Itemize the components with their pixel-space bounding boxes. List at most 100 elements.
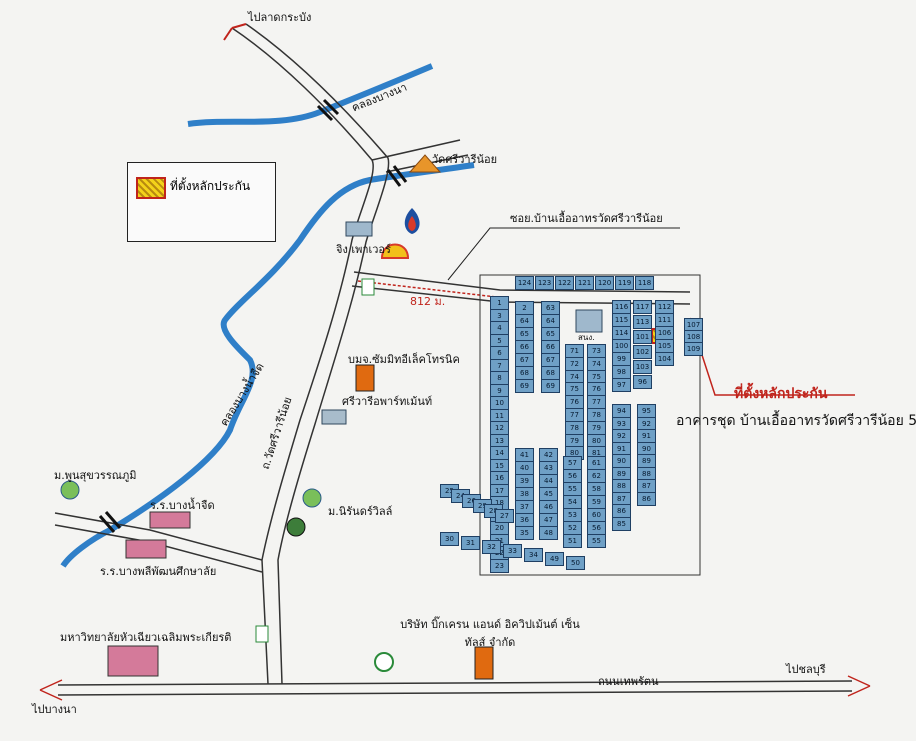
lot-68: 68 — [541, 366, 560, 380]
school-building-2 — [125, 539, 167, 559]
lot-114: 114 — [612, 326, 631, 340]
lot-115: 115 — [612, 313, 631, 327]
lot-119: 119 — [615, 276, 634, 290]
lot-65: 65 — [541, 327, 560, 341]
lot-48: 48 — [539, 526, 558, 540]
lot-58: 58 — [587, 482, 606, 496]
lot-86: 86 — [637, 491, 656, 506]
lot-67: 67 — [541, 353, 560, 367]
company-building — [474, 646, 494, 680]
lot-2: 2 — [515, 301, 534, 315]
lot-105: 105 — [655, 339, 674, 353]
lot-106: 106 — [655, 326, 674, 340]
kanthana-icon — [286, 517, 306, 537]
lot-41: 41 — [515, 448, 534, 462]
thepharat-road-label: ถนนเทพรัตน — [598, 675, 659, 688]
lot-46: 46 — [539, 500, 558, 514]
lot-32: 32 — [482, 540, 501, 554]
lot-54: 54 — [563, 495, 582, 509]
lot-102: 102 — [633, 345, 652, 359]
factory-building — [355, 364, 375, 392]
lot-74: 74 — [587, 356, 606, 371]
office-building — [575, 309, 603, 333]
lot-55: 55 — [563, 482, 582, 496]
lot-33: 33 — [503, 544, 522, 558]
lot-36: 36 — [515, 513, 534, 527]
lot-79: 79 — [587, 420, 606, 435]
lot-64: 64 — [541, 314, 560, 328]
thepharat-road — [57, 680, 853, 686]
soi-road — [353, 271, 691, 293]
lot-51: 51 — [563, 534, 582, 548]
lot-42: 42 — [539, 448, 558, 462]
lot-68: 68 — [515, 366, 534, 380]
school-1-label: ร.ร.บางน้ำจืด — [150, 499, 215, 512]
office-label: สนง. — [578, 333, 595, 342]
lot-112: 112 — [655, 300, 674, 314]
lot-100: 100 — [612, 339, 631, 353]
to-chonburi-label: ไปชลบุรี — [786, 663, 826, 676]
lot-65: 65 — [515, 327, 534, 341]
lot-47: 47 — [539, 513, 558, 527]
lot-118: 118 — [635, 276, 654, 290]
khlong-bang-na-canal — [187, 63, 434, 127]
lot-11: 11 — [490, 408, 509, 423]
lot-27: 27 — [495, 509, 514, 523]
legend-label: ที่ตั้งหลักประกัน — [170, 179, 251, 193]
apartment-building — [321, 409, 347, 425]
map-legend: ที่ตั้งหลักประกัน — [127, 162, 276, 242]
lot-52: 52 — [563, 521, 582, 535]
lot-59: 59 — [587, 495, 606, 509]
village-icon — [60, 480, 80, 500]
lot-44: 44 — [539, 474, 558, 488]
lot-113: 113 — [633, 315, 652, 329]
to-bang-na-label: ไปบางนา — [32, 703, 77, 716]
jeng-power-label: จิง เพาเวอร์ — [336, 243, 391, 256]
lot-101: 101 — [633, 330, 652, 344]
lot-120: 120 — [595, 276, 614, 290]
village-ninan-icon — [302, 488, 322, 508]
temple-label: วัดศรีวารีน้อย — [432, 153, 498, 166]
lot-53: 53 — [563, 508, 582, 522]
collateral-location-label: ที่ตั้งหลักประกัน — [734, 386, 828, 402]
jeng-power-building — [345, 221, 373, 237]
school-building-1 — [149, 511, 191, 529]
lot-69: 69 — [515, 379, 534, 393]
lot-61: 61 — [587, 456, 606, 470]
lot-85: 85 — [612, 516, 631, 531]
lot-66: 66 — [541, 340, 560, 354]
lot-8: 8 — [490, 371, 509, 385]
khlong-bang-nam-chuet-canal — [60, 162, 475, 568]
lot-43: 43 — [539, 461, 558, 475]
lot-56: 56 — [563, 469, 582, 483]
lot-97: 97 — [612, 378, 631, 392]
lot-104: 104 — [655, 352, 674, 366]
collateral-building-label: อาคารชุด บ้านเอื้ออาทรวัดศรีวารีน้อย 5 — [676, 413, 916, 429]
university-label: มหาวิทยาลัยหัวเฉียวเฉลิมพระเกียรติ — [60, 631, 232, 644]
lot-99: 99 — [612, 352, 631, 366]
factory-label: บมจ.ซัมมิทอีเล็คโทรนิค — [348, 353, 460, 366]
lot-39: 39 — [515, 474, 534, 488]
lot-49: 49 — [545, 552, 564, 566]
lot-37: 37 — [515, 500, 534, 514]
lot-67: 67 — [515, 353, 534, 367]
lot-117: 117 — [633, 300, 652, 314]
lot-98: 98 — [612, 365, 631, 379]
lot-69: 69 — [541, 379, 560, 393]
lot-35: 35 — [515, 526, 534, 540]
lot-50: 50 — [566, 556, 585, 570]
to-lat-krabang-label: ไปลาดกระบัง — [248, 11, 312, 24]
lot-96: 96 — [633, 375, 652, 389]
road-bang-nam-chuet — [54, 512, 263, 561]
lot-62: 62 — [587, 469, 606, 483]
lot-122: 122 — [555, 276, 574, 290]
road-to-lat-krabang — [231, 27, 374, 685]
seven-eleven-icon-2 — [255, 625, 269, 643]
lot-34: 34 — [524, 548, 543, 562]
lot-45: 45 — [539, 487, 558, 501]
lot-108: 108 — [684, 330, 703, 344]
university-building — [107, 645, 159, 677]
lot-38: 38 — [515, 487, 534, 501]
temple-icon — [408, 154, 442, 173]
